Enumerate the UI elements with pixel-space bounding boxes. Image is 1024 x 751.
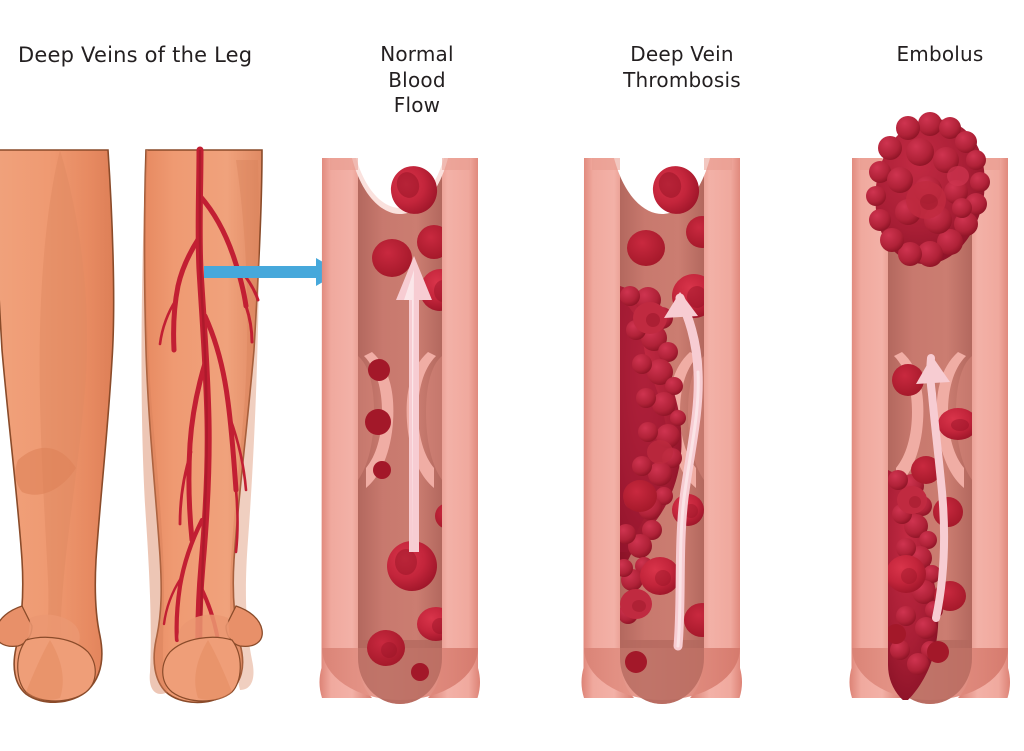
detached-embolus — [866, 112, 990, 267]
panel-title-deep-veins-of-the-leg: Deep Veins of the Leg — [18, 43, 253, 67]
venous-valve — [894, 352, 972, 488]
venous-valve — [358, 352, 442, 488]
panel-title-normal-blood-flow: Normal Blood Flow — [380, 42, 454, 118]
blue-pointer-arrow — [204, 258, 340, 286]
left-leg — [0, 149, 115, 704]
vessel-embolus — [849, 112, 1010, 704]
venous-valve — [626, 352, 704, 488]
right-leg-with-veins — [141, 146, 263, 704]
vessel-normal-blood-flow — [319, 158, 480, 704]
deep-vein-tree — [158, 146, 260, 696]
flow-arrow-embolus — [916, 354, 950, 622]
red-blood-cells — [623, 166, 704, 673]
red-blood-cells — [365, 166, 442, 681]
flow-arrow-dvt — [664, 292, 703, 651]
vessel-deep-vein-thrombosis — [581, 158, 742, 704]
panel-title-embolus: Embolus — [896, 42, 984, 66]
panel-title-deep-vein-thrombosis: Deep Vein Thrombosis — [623, 42, 741, 92]
residual-thrombus — [888, 470, 943, 700]
red-blood-cells — [888, 364, 972, 663]
leg-illustration-group — [0, 146, 340, 704]
thrombus-mass — [620, 286, 686, 624]
flow-arrow-normal — [396, 256, 432, 552]
